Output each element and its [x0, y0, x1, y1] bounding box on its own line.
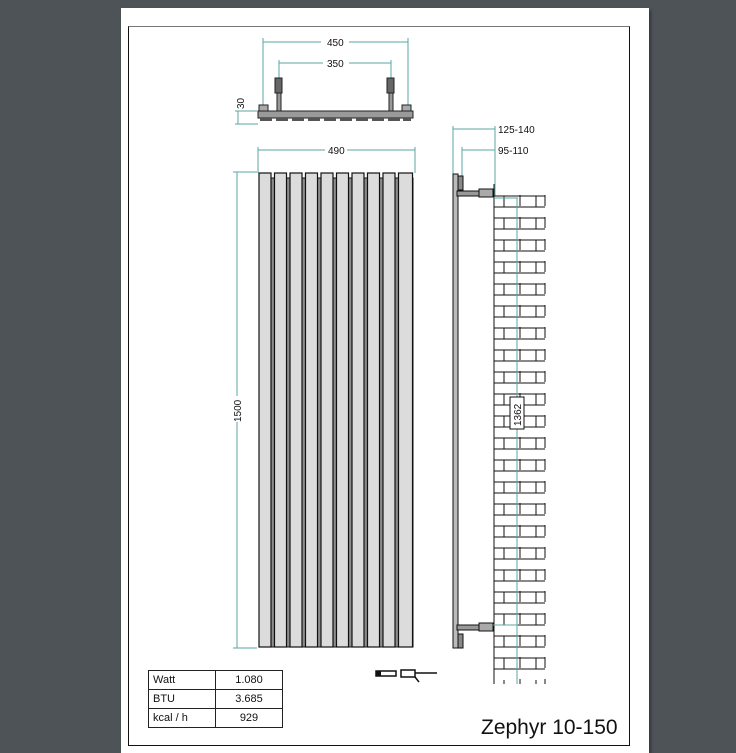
dim-1362: 1362	[513, 403, 524, 426]
technical-drawing: 450 350	[231, 36, 546, 684]
dim-125-140: 125-140	[498, 125, 535, 136]
front-view: 490 1500	[231, 144, 416, 649]
spec-value: 929	[215, 708, 283, 728]
drawing-frame	[128, 26, 630, 746]
spec-row: Watt 1.080	[148, 670, 283, 690]
brick-wall	[493, 184, 545, 684]
document-page: 450 350	[121, 8, 649, 753]
spec-row: kcal / h 929	[148, 708, 283, 728]
spec-label: kcal / h	[148, 708, 216, 728]
dim-30: 30	[236, 97, 247, 109]
dim-1500: 1500	[233, 399, 244, 422]
spec-label: BTU	[148, 689, 216, 709]
spec-label: Watt	[148, 670, 216, 690]
spec-value: 3.685	[215, 689, 283, 709]
dim-490: 490	[328, 146, 345, 157]
dim-350: 350	[327, 59, 344, 70]
spec-table: Watt 1.080 BTU 3.685 kcal / h 929	[148, 670, 283, 728]
spec-row: BTU 3.685	[148, 689, 283, 709]
top-view: 450 350	[235, 36, 414, 125]
bracket-detail-icon	[375, 669, 437, 683]
model-title: Zephyr 10-150	[481, 716, 618, 739]
dim-95-110: 95-110	[498, 146, 529, 157]
dim-450: 450	[327, 38, 344, 49]
side-view: 125-140 95-110	[452, 125, 546, 684]
spec-value: 1.080	[215, 670, 283, 690]
